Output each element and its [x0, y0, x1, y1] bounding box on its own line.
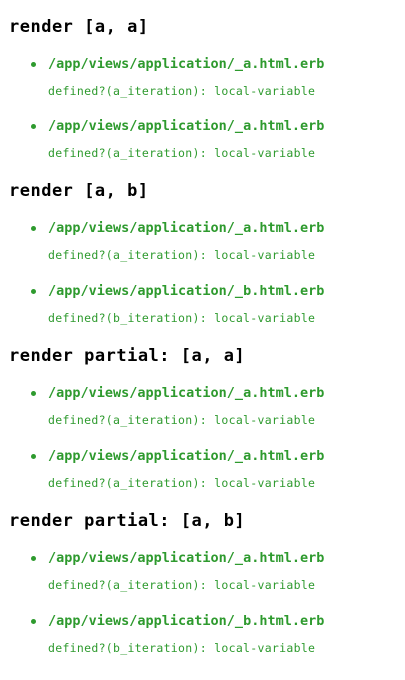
iteration-detail: defined?(b_iteration): local-variable — [48, 641, 316, 655]
list-item: /app/views/application/_b.html.erb defin… — [9, 280, 399, 330]
partial-path: /app/views/application/_a.html.erb — [48, 220, 325, 236]
list-item: /app/views/application/_a.html.erb defin… — [9, 382, 399, 432]
render-section: render partial: [a, a] /app/views/applic… — [9, 346, 399, 490]
iteration-detail: defined?(a_iteration): local-variable — [48, 413, 316, 427]
list-item: /app/views/application/_a.html.erb defin… — [9, 53, 399, 103]
section-title: render [a, b] — [9, 181, 149, 201]
list-item: /app/views/application/_a.html.erb defin… — [9, 445, 399, 495]
render-section: render [a, b] /app/views/application/_a.… — [9, 181, 399, 325]
partial-path: /app/views/application/_a.html.erb — [48, 385, 325, 401]
section-title: render partial: [a, a] — [9, 346, 246, 366]
bullet-icon — [31, 289, 36, 294]
bullet-icon — [31, 124, 36, 129]
render-section: render partial: [a, b] /app/views/applic… — [9, 511, 399, 655]
iteration-detail: defined?(a_iteration): local-variable — [48, 578, 316, 592]
bullet-icon — [31, 391, 36, 396]
partial-path: /app/views/application/_b.html.erb — [48, 613, 325, 629]
list-item: /app/views/application/_a.html.erb defin… — [9, 115, 399, 165]
partial-path: /app/views/application/_a.html.erb — [48, 56, 325, 72]
iteration-detail: defined?(b_iteration): local-variable — [48, 311, 316, 325]
partial-path: /app/views/application/_a.html.erb — [48, 118, 325, 134]
bullet-icon — [31, 556, 36, 561]
section-title: render partial: [a, b] — [9, 511, 246, 531]
partial-path: /app/views/application/_a.html.erb — [48, 448, 325, 464]
bullet-icon — [31, 619, 36, 624]
iteration-detail: defined?(a_iteration): local-variable — [48, 476, 316, 490]
bullet-icon — [31, 62, 36, 67]
list-item: /app/views/application/_a.html.erb defin… — [9, 547, 399, 597]
partial-path: /app/views/application/_b.html.erb — [48, 283, 325, 299]
bullet-icon — [31, 454, 36, 459]
list-item: /app/views/application/_b.html.erb defin… — [9, 610, 399, 660]
bullet-icon — [31, 226, 36, 231]
partial-path: /app/views/application/_a.html.erb — [48, 550, 325, 566]
iteration-detail: defined?(a_iteration): local-variable — [48, 146, 316, 160]
render-section: render [a, a] /app/views/application/_a.… — [9, 17, 399, 160]
list-item: /app/views/application/_a.html.erb defin… — [9, 217, 399, 267]
section-title: render [a, a] — [9, 17, 149, 37]
iteration-detail: defined?(a_iteration): local-variable — [48, 248, 316, 262]
iteration-detail: defined?(a_iteration): local-variable — [48, 84, 316, 98]
